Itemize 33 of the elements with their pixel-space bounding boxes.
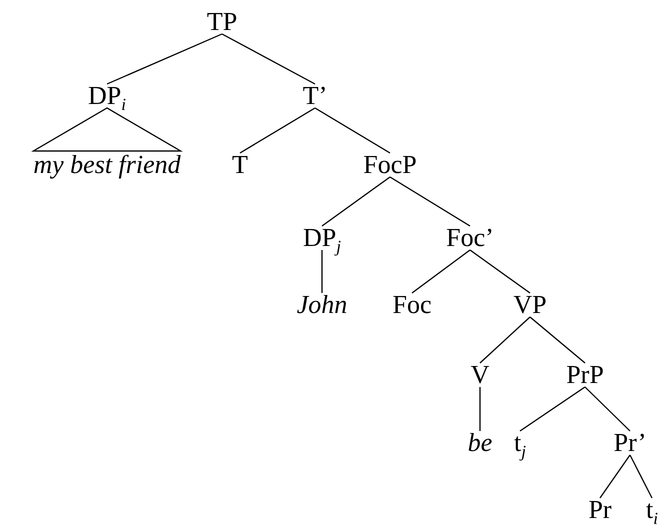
tree-node-label: T — [232, 151, 248, 179]
tree-branch — [390, 176, 470, 227]
tree-branch — [322, 176, 390, 226]
tree-node-label: DP$_{i}$ — [88, 82, 126, 110]
tree-node-label: Pr’ — [614, 429, 646, 457]
tree-branch — [520, 386, 586, 432]
tree-branch — [106, 33, 222, 85]
tree-node-label: Foc’ — [446, 224, 494, 252]
tree-branch — [479, 387, 481, 431]
constituent-triangle — [31, 107, 183, 152]
tree-branch — [412, 250, 470, 294]
tree-node-label: VP — [513, 291, 547, 319]
tree-branch — [600, 454, 630, 498]
tree-node-label: John — [296, 291, 348, 319]
tree-node-label: t$_{i}$ — [646, 496, 658, 524]
tree-branch — [321, 250, 323, 293]
tree-branch — [240, 107, 316, 154]
tree-branch — [629, 454, 653, 498]
tree-node-label: TP — [206, 8, 238, 36]
tree-node-label: T’ — [302, 82, 328, 110]
tree-branch — [314, 107, 390, 154]
tree-branch — [530, 316, 586, 364]
tree-node-label: V — [470, 361, 490, 389]
tree-node-label: be — [468, 429, 492, 457]
tree-node-label: Foc — [392, 291, 432, 319]
tree-node-label: Pr — [588, 496, 612, 524]
tree-branch — [222, 33, 316, 85]
tree-node-label: my best friend — [33, 151, 181, 179]
tree-node-label: PrP — [566, 361, 604, 389]
tree-branch — [584, 386, 630, 432]
tree-branch — [480, 316, 530, 364]
tree-branch — [470, 250, 530, 294]
tree-node-label: FocP — [363, 151, 417, 179]
